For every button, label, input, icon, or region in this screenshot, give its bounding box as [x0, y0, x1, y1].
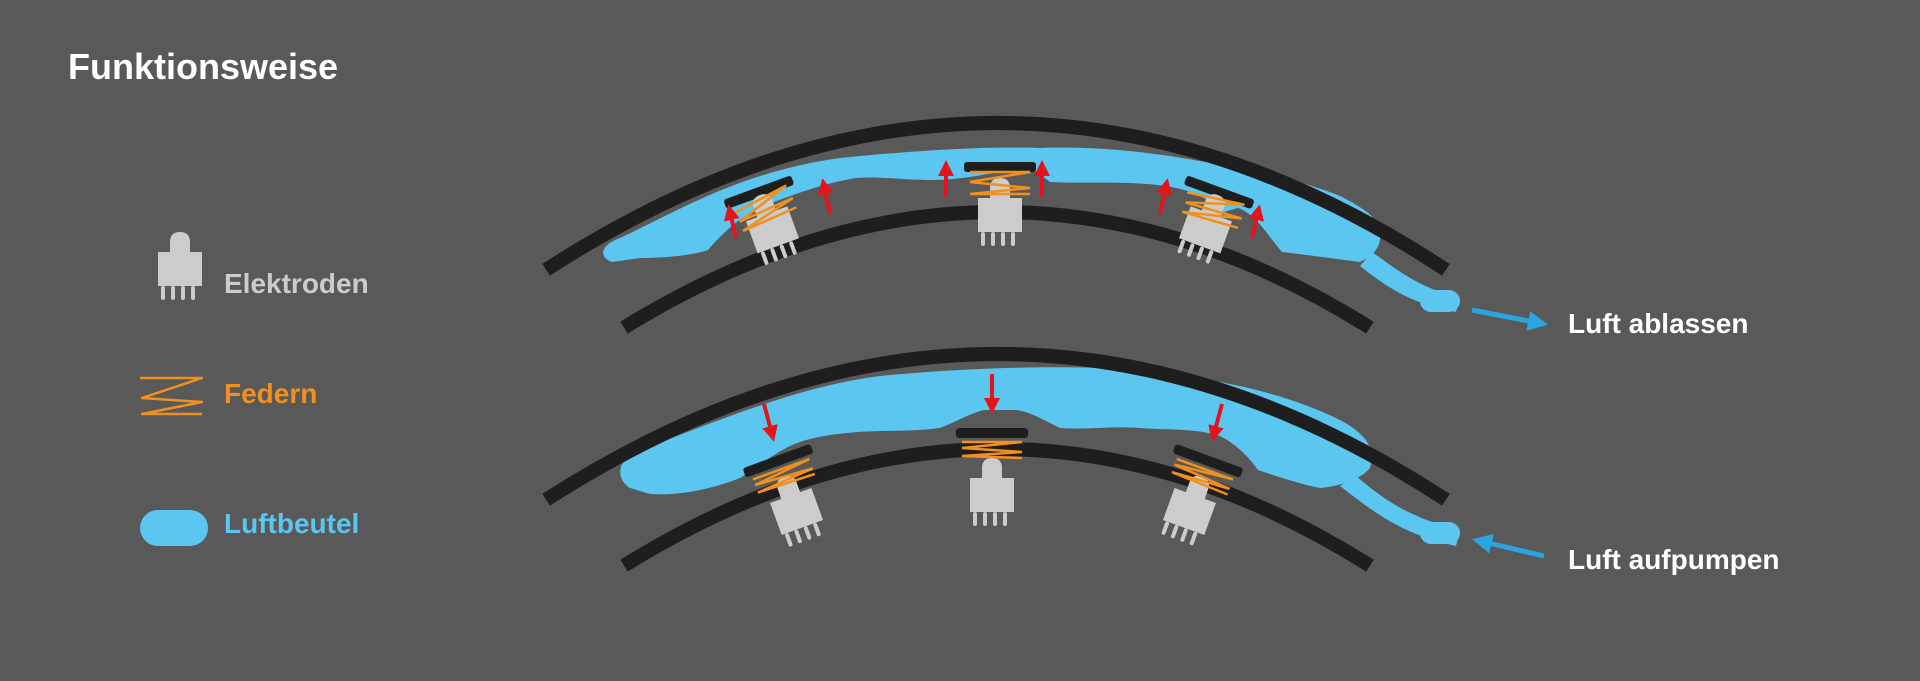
inflate-assembly: [542, 347, 1545, 572]
page-title: Funktionsweise: [68, 46, 339, 87]
airbag-deflated: [603, 147, 1381, 262]
legend-label-airbag: Luftbeutel: [224, 508, 360, 539]
state-label-deflate: Luft ablassen: [1568, 308, 1749, 339]
state-label-inflate: Luft aufpumpen: [1568, 544, 1780, 575]
airbag-inflated: [620, 367, 1372, 495]
airbag-icon: [140, 510, 208, 546]
deflate-assembly: [542, 116, 1548, 334]
spring-icon: [140, 376, 204, 416]
legend-label-springs: Federn: [224, 378, 318, 409]
legend-label-electrodes: Elektroden: [224, 268, 369, 299]
electrode-icon: [158, 232, 202, 300]
legend: [140, 232, 208, 546]
